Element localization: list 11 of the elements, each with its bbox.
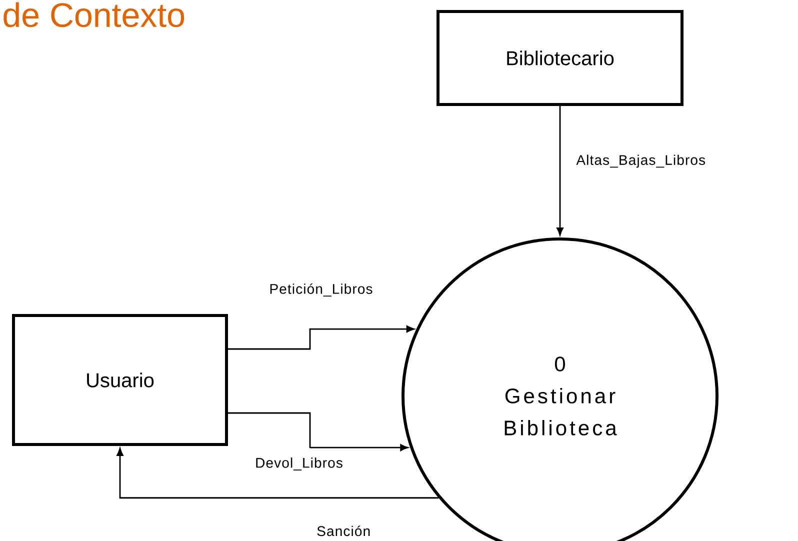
entity-box: Usuario <box>12 314 228 446</box>
entity-box: Bibliotecario <box>436 10 684 106</box>
arrow <box>556 106 564 236</box>
arrow <box>228 412 408 452</box>
arrow <box>116 448 439 499</box>
edge-label: Altas_Bajas_Libros <box>575 154 707 169</box>
arrow <box>228 326 414 350</box>
edge-label: Petición_Libros <box>268 282 374 298</box>
edge-label: Sanción <box>316 524 372 538</box>
edge-label: Devol_Libros <box>254 456 344 472</box>
title: de Contexto <box>4 2 184 28</box>
